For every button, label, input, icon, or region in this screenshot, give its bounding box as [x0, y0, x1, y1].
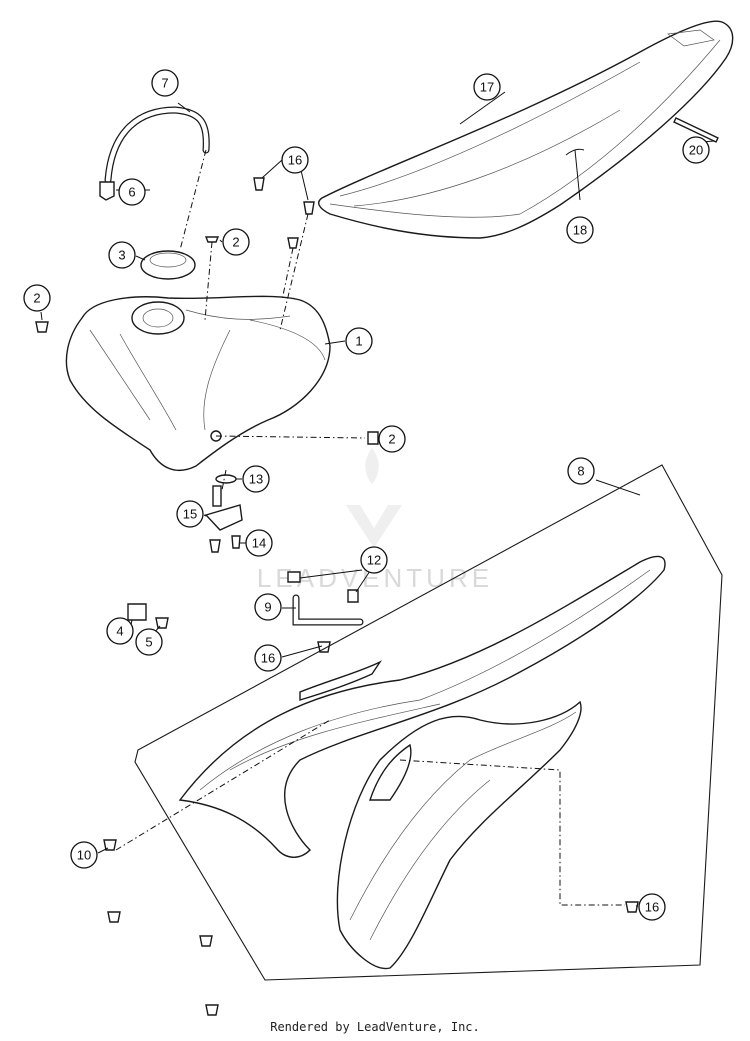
bolt	[155, 617, 169, 629]
callout-17[interactable]: 17	[473, 73, 501, 101]
screw	[287, 237, 299, 249]
svg-text:16: 16	[288, 153, 302, 168]
hose-valve	[99, 181, 115, 201]
spacer	[127, 603, 147, 621]
callout-5[interactable]: 5	[135, 628, 163, 656]
callout-13[interactable]: 13	[242, 465, 270, 493]
svg-text:14: 14	[252, 536, 266, 551]
callout-3[interactable]: 3	[108, 241, 136, 269]
screw	[103, 839, 117, 851]
screw	[35, 321, 49, 333]
callout-18[interactable]: 18	[566, 216, 594, 244]
screw	[107, 911, 121, 923]
screw	[204, 236, 220, 243]
fuel-tap-stem	[212, 485, 222, 507]
screw	[199, 935, 213, 947]
callout-1[interactable]: 1	[345, 327, 373, 355]
svg-text:13: 13	[249, 472, 263, 487]
side-cover-lower	[336, 700, 582, 970]
svg-text:2: 2	[33, 291, 40, 306]
screw	[205, 1004, 219, 1016]
fuel-cap	[140, 250, 196, 280]
hose-clamp	[347, 589, 359, 603]
callout-2-top[interactable]: 2	[222, 228, 250, 256]
callout-2-left[interactable]: 2	[23, 284, 51, 312]
footer-credit: Rendered by LeadVenture, Inc.	[270, 1020, 480, 1034]
callout-8[interactable]: 8	[567, 457, 595, 485]
callout-16-middle[interactable]: 16	[254, 644, 282, 672]
svg-text:15: 15	[183, 507, 197, 522]
svg-text:4: 4	[116, 624, 123, 639]
fuel-tank	[65, 295, 331, 471]
callout-20[interactable]: 20	[682, 136, 710, 164]
svg-text:5: 5	[145, 635, 152, 650]
side-panel-group-frame	[134, 464, 723, 981]
svg-text:10: 10	[77, 848, 91, 863]
callout-15[interactable]: 15	[176, 500, 204, 528]
svg-text:2: 2	[388, 432, 395, 447]
breather-hose	[104, 106, 210, 184]
seat-bolt	[673, 117, 719, 143]
callout-6[interactable]: 6	[118, 178, 146, 206]
svg-text:16: 16	[645, 900, 659, 915]
screw	[367, 431, 379, 445]
svg-text:9: 9	[264, 600, 271, 615]
screw	[253, 177, 265, 191]
svg-text:3: 3	[118, 248, 125, 263]
screw	[303, 201, 315, 215]
svg-text:1: 1	[355, 334, 362, 349]
svg-text:7: 7	[161, 76, 168, 91]
svg-text:12: 12	[367, 553, 381, 568]
side-cover-upper	[178, 555, 666, 858]
callout-4[interactable]: 4	[106, 617, 134, 645]
svg-text:18: 18	[573, 223, 587, 238]
watermark-logo	[346, 448, 402, 548]
callout-12[interactable]: 12	[360, 546, 388, 574]
svg-text:16: 16	[261, 651, 275, 666]
svg-text:2: 2	[232, 235, 239, 250]
svg-text:20: 20	[689, 143, 703, 158]
hose-clamp	[287, 571, 301, 583]
callout-10[interactable]: 10	[70, 841, 98, 869]
fuel-tap	[204, 504, 243, 531]
seat	[318, 20, 734, 239]
screw	[625, 901, 639, 913]
callout-2-right[interactable]: 2	[378, 425, 406, 453]
svg-text:17: 17	[480, 80, 494, 95]
callout-14[interactable]: 14	[245, 529, 273, 557]
screw	[209, 539, 221, 553]
o-ring	[215, 474, 237, 484]
callout-16-bottom[interactable]: 16	[638, 893, 666, 921]
screw	[231, 535, 241, 549]
svg-text:8: 8	[577, 464, 584, 479]
callout-9[interactable]: 9	[254, 593, 282, 621]
callout-16-top[interactable]: 16	[281, 146, 309, 174]
callout-7[interactable]: 7	[151, 69, 179, 97]
screw	[317, 641, 331, 653]
svg-text:6: 6	[128, 185, 135, 200]
